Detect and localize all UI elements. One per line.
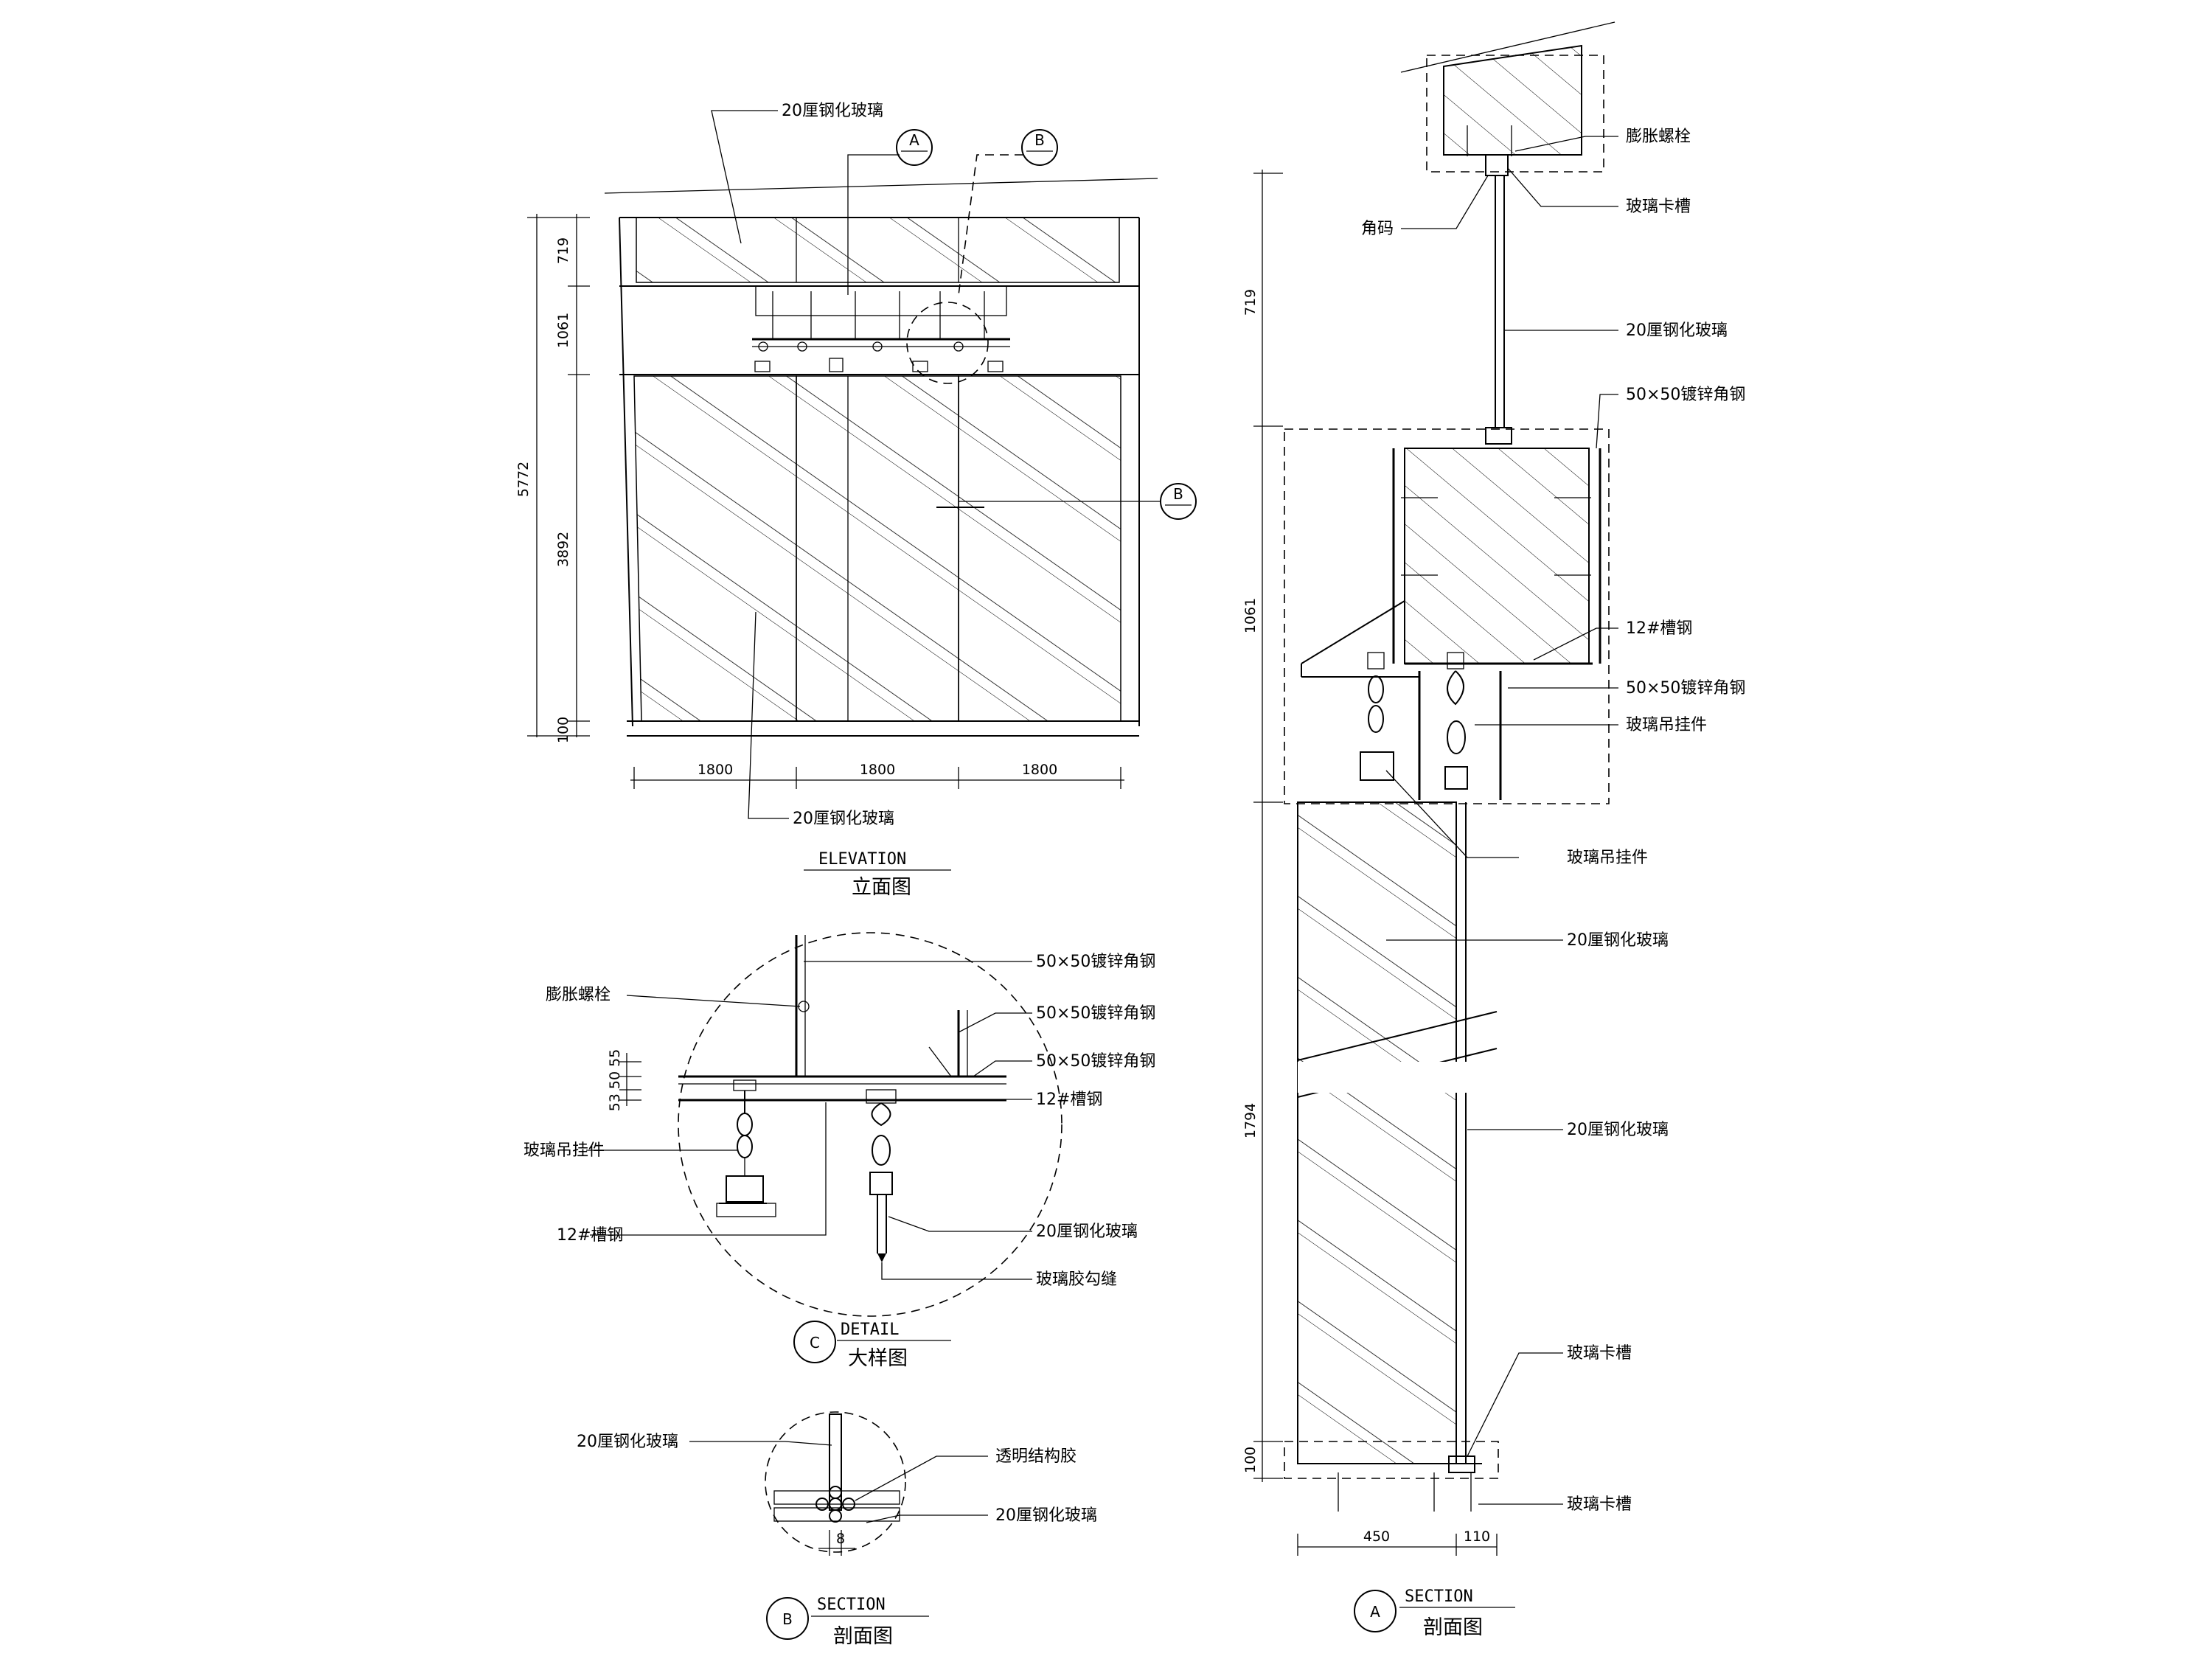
detail-label-sealant: 玻璃胶勾缝 bbox=[1036, 1270, 1117, 1289]
elev-dim-1061: 1061 bbox=[555, 313, 571, 348]
section-a-label-angle-code: 角码 bbox=[1361, 220, 1394, 238]
section-a-dim-110: 110 bbox=[1464, 1528, 1490, 1545]
elev-label-glass-bottom: 20厘钢化玻璃 bbox=[793, 810, 894, 828]
section-a-label-glass-mid: 20厘钢化玻璃 bbox=[1567, 931, 1669, 950]
elevation-view: 5772 719 1061 3892 100 1800 1800 1800 20… bbox=[515, 102, 1197, 899]
section-b-label-glass-right: 20厘钢化玻璃 bbox=[995, 1506, 1097, 1525]
detail-title-cn: 大样图 bbox=[848, 1347, 908, 1370]
detail-label-angle-3: 50×50镀锌角钢 bbox=[1036, 1052, 1155, 1071]
section-a-dim-1061: 1061 bbox=[1242, 598, 1259, 633]
elev-label-glass-top: 20厘钢化玻璃 bbox=[782, 102, 883, 120]
section-a-dim-1794: 1794 bbox=[1242, 1103, 1259, 1138]
elev-dim-3892: 3892 bbox=[555, 532, 571, 567]
detail-dims: 53 50 55 bbox=[607, 1049, 623, 1112]
elev-width-3: 1800 bbox=[1022, 762, 1057, 778]
section-a-dim-450: 450 bbox=[1363, 1528, 1390, 1545]
elev-dim-719: 719 bbox=[555, 237, 571, 264]
section-a-label-clip-bottom-1: 玻璃卡槽 bbox=[1567, 1344, 1632, 1363]
detail-marker: C bbox=[810, 1334, 820, 1352]
section-a-marker: A bbox=[1370, 1603, 1380, 1621]
detail-label-channel-left: 12#槽钢 bbox=[557, 1226, 623, 1245]
section-b-label-adhesive: 透明结构胶 bbox=[995, 1447, 1077, 1466]
section-b-title-en: SECTION bbox=[817, 1596, 886, 1614]
detail-label-angle-1: 50×50镀锌角钢 bbox=[1036, 953, 1155, 971]
elev-marker-b: B bbox=[1034, 131, 1045, 149]
elev-marker-a: A bbox=[909, 131, 919, 149]
section-a-label-glass-top: 20厘钢化玻璃 bbox=[1626, 321, 1728, 340]
detail-label-angle-2: 50×50镀锌角钢 bbox=[1036, 1004, 1155, 1023]
section-a-label-clip-bottom-2: 玻璃卡槽 bbox=[1567, 1495, 1632, 1514]
section-a-dim-100: 100 bbox=[1242, 1447, 1259, 1473]
section-a-label-clip-top: 玻璃卡槽 bbox=[1626, 198, 1691, 216]
section-b-dim-gap: 8 bbox=[836, 1531, 845, 1547]
detail-label-channel-right: 12#槽钢 bbox=[1036, 1091, 1102, 1109]
section-b-marker: B bbox=[782, 1610, 793, 1628]
elevation-title-cn: 立面图 bbox=[852, 876, 911, 899]
section-a-dim-719: 719 bbox=[1242, 289, 1259, 316]
section-b-title-cn: 剖面图 bbox=[833, 1625, 893, 1648]
section-b-label-glass-left: 20厘钢化玻璃 bbox=[577, 1433, 678, 1451]
detail-label-glass: 20厘钢化玻璃 bbox=[1036, 1222, 1138, 1241]
elev-dim-100: 100 bbox=[555, 717, 571, 743]
elev-width-2: 1800 bbox=[860, 762, 895, 778]
section-a-label-angle-top: 50×50镀锌角钢 bbox=[1626, 386, 1745, 404]
section-view-b: 8 20厘钢化玻璃 透明结构胶 20厘钢化玻璃 B SECTION 剖面图 bbox=[577, 1411, 1097, 1648]
elevation-title-en: ELEVATION bbox=[818, 850, 906, 869]
section-a-title-en: SECTION bbox=[1405, 1587, 1473, 1606]
section-a-label-hanger-1: 玻璃吊挂件 bbox=[1626, 716, 1707, 734]
elev-width-1: 1800 bbox=[698, 762, 733, 778]
section-view-a: 719 1061 1794 100 450 110 膨胀螺栓 玻璃卡槽 角码 2… bbox=[1242, 21, 1745, 1639]
section-a-title-cn: 剖面图 bbox=[1423, 1616, 1483, 1639]
detail-view-c: 53 50 55 膨胀螺栓 50×50镀锌角钢 50×50镀锌角钢 50×50镀… bbox=[524, 932, 1155, 1370]
detail-label-hanger: 玻璃吊挂件 bbox=[524, 1141, 605, 1160]
section-a-label-hanger-2: 玻璃吊挂件 bbox=[1567, 849, 1648, 867]
detail-label-bolt: 膨胀螺栓 bbox=[546, 986, 611, 1004]
section-a-label-angle-mid: 50×50镀锌角钢 bbox=[1626, 679, 1745, 698]
elev-marker-b-side: B bbox=[1173, 485, 1183, 503]
section-a-label-channel: 12#槽钢 bbox=[1626, 619, 1692, 638]
elev-dim-total: 5772 bbox=[515, 462, 532, 497]
section-a-label-glass-low: 20厘钢化玻璃 bbox=[1567, 1121, 1669, 1139]
detail-title-en: DETAIL bbox=[841, 1321, 899, 1339]
section-a-label-bolt: 膨胀螺栓 bbox=[1626, 128, 1691, 146]
